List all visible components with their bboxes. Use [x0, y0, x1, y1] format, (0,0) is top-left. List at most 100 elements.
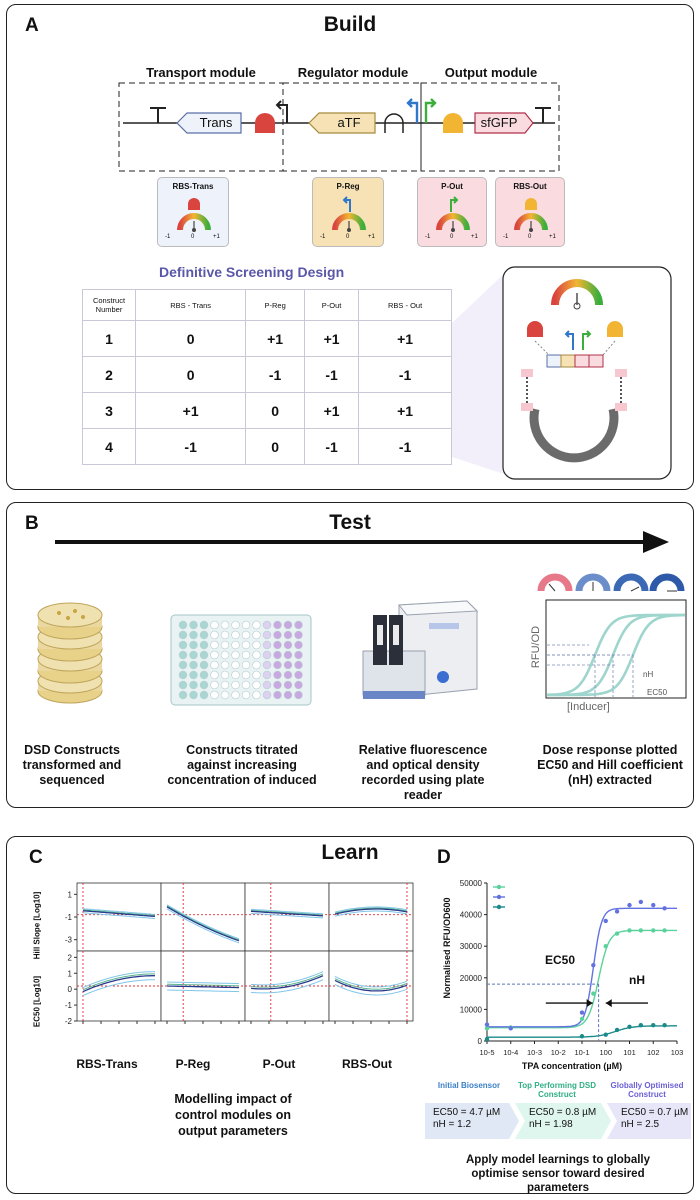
gauge-icon — [514, 198, 548, 232]
well — [241, 650, 251, 660]
y-tick-label: -2 — [65, 1017, 73, 1025]
data-point — [627, 928, 632, 933]
dose-response-plot — [545, 599, 687, 699]
well — [220, 640, 230, 650]
result-title: Globally Optimised Construct — [610, 1081, 684, 1099]
nh-label: nH — [643, 670, 654, 679]
well — [241, 680, 251, 690]
profiler-cell — [76, 882, 162, 952]
data-point — [591, 962, 596, 968]
well — [189, 670, 198, 680]
prediction-profiler: 1-1-3210-1-2-1-0.500.51-1-0.500.51-1-0.5… — [65, 882, 414, 1025]
hill-slope-curve — [82, 912, 156, 919]
sfgfp-cds-icon — [474, 112, 534, 134]
data-point — [591, 991, 596, 996]
well — [273, 630, 282, 640]
data-point — [579, 1034, 585, 1039]
well — [262, 670, 272, 680]
table-cell: -1 — [358, 428, 452, 465]
gauge-icon — [332, 196, 366, 232]
x-tick-label: 10-5 — [479, 1048, 494, 1057]
profiler-factor-label: RBS-Trans — [76, 1057, 138, 1071]
nh-annotation: nH — [629, 973, 645, 987]
well — [178, 640, 188, 650]
well — [199, 660, 209, 670]
well — [231, 640, 240, 650]
well — [210, 640, 219, 650]
sfgfp-label: sfGFP — [480, 115, 518, 130]
well — [178, 660, 188, 670]
well — [273, 670, 282, 680]
table-header: Construct Number — [82, 289, 136, 321]
card-label: RBS-Trans — [172, 182, 214, 191]
promoter-reg-icon — [406, 98, 419, 123]
well — [231, 670, 240, 680]
table-cell: +1 — [303, 392, 360, 429]
data-point — [603, 918, 608, 924]
data-point — [651, 928, 656, 933]
result-nh: nH = 1.98 — [529, 1119, 573, 1130]
well — [273, 660, 282, 670]
result-title: Top Performing DSD Construct — [517, 1081, 597, 1099]
result-ec50: EC50 = 0.8 µM — [529, 1107, 597, 1118]
gauge-icon — [177, 198, 211, 232]
regulator-module-box — [282, 82, 422, 172]
well — [252, 660, 261, 670]
hill-slope-curve — [166, 906, 240, 942]
panel-title-build: Build — [323, 13, 377, 36]
genetic-construct-diagram — [118, 82, 560, 172]
ec50-curve — [82, 979, 155, 997]
card-p-reg: P-Reg — [312, 177, 384, 247]
well — [231, 680, 240, 690]
well — [210, 670, 219, 680]
profiler-cell — [328, 882, 414, 952]
well — [262, 630, 272, 640]
data-point — [627, 1024, 632, 1029]
well — [220, 650, 230, 660]
well — [283, 650, 293, 660]
well — [252, 680, 261, 690]
card-rbs-trans: RBS-Trans — [157, 177, 229, 247]
annotation-arrowhead — [586, 999, 593, 1008]
well — [294, 650, 303, 660]
table-cell: +1 — [358, 320, 452, 357]
well — [273, 690, 282, 700]
fit-curve — [487, 929, 677, 1029]
atf-label: aTF — [337, 115, 361, 130]
well — [262, 660, 272, 670]
y-tick-label: 50000 — [460, 879, 483, 888]
panel-letter-d: D — [437, 847, 451, 868]
well — [189, 680, 198, 690]
card-label: RBS-Out — [513, 182, 547, 191]
plasmid-box — [502, 266, 672, 480]
data-point — [651, 1023, 656, 1028]
table-cell: 2 — [82, 356, 136, 393]
step-text-2: Constructs titrated against increasing c… — [167, 743, 317, 787]
plasmid-zoom — [452, 266, 672, 480]
table-header: RBS - Trans — [134, 289, 247, 321]
hill-slope-curve — [82, 909, 156, 916]
well — [273, 620, 282, 630]
well — [294, 640, 303, 650]
well — [220, 680, 230, 690]
well — [199, 650, 209, 660]
well — [231, 690, 240, 700]
data-point — [484, 1026, 490, 1031]
data-point — [484, 1036, 490, 1042]
well — [189, 650, 198, 660]
ec50-curve — [250, 973, 324, 988]
dose-response-curve — [547, 613, 686, 697]
data-point — [638, 928, 644, 933]
well — [262, 680, 272, 690]
y-tick-label: -3 — [65, 936, 73, 945]
well — [241, 660, 251, 670]
ec50-curve — [334, 979, 408, 992]
well — [231, 660, 240, 670]
x-tick-label: 10-2 — [551, 1048, 566, 1057]
y-tick-label: 40000 — [460, 911, 483, 920]
module-label-regulator: Regulator module — [297, 65, 409, 80]
result-initial: EC50 = 4.7 µM nH = 1.2 — [427, 1103, 517, 1135]
hill-slope-curve — [166, 904, 240, 940]
